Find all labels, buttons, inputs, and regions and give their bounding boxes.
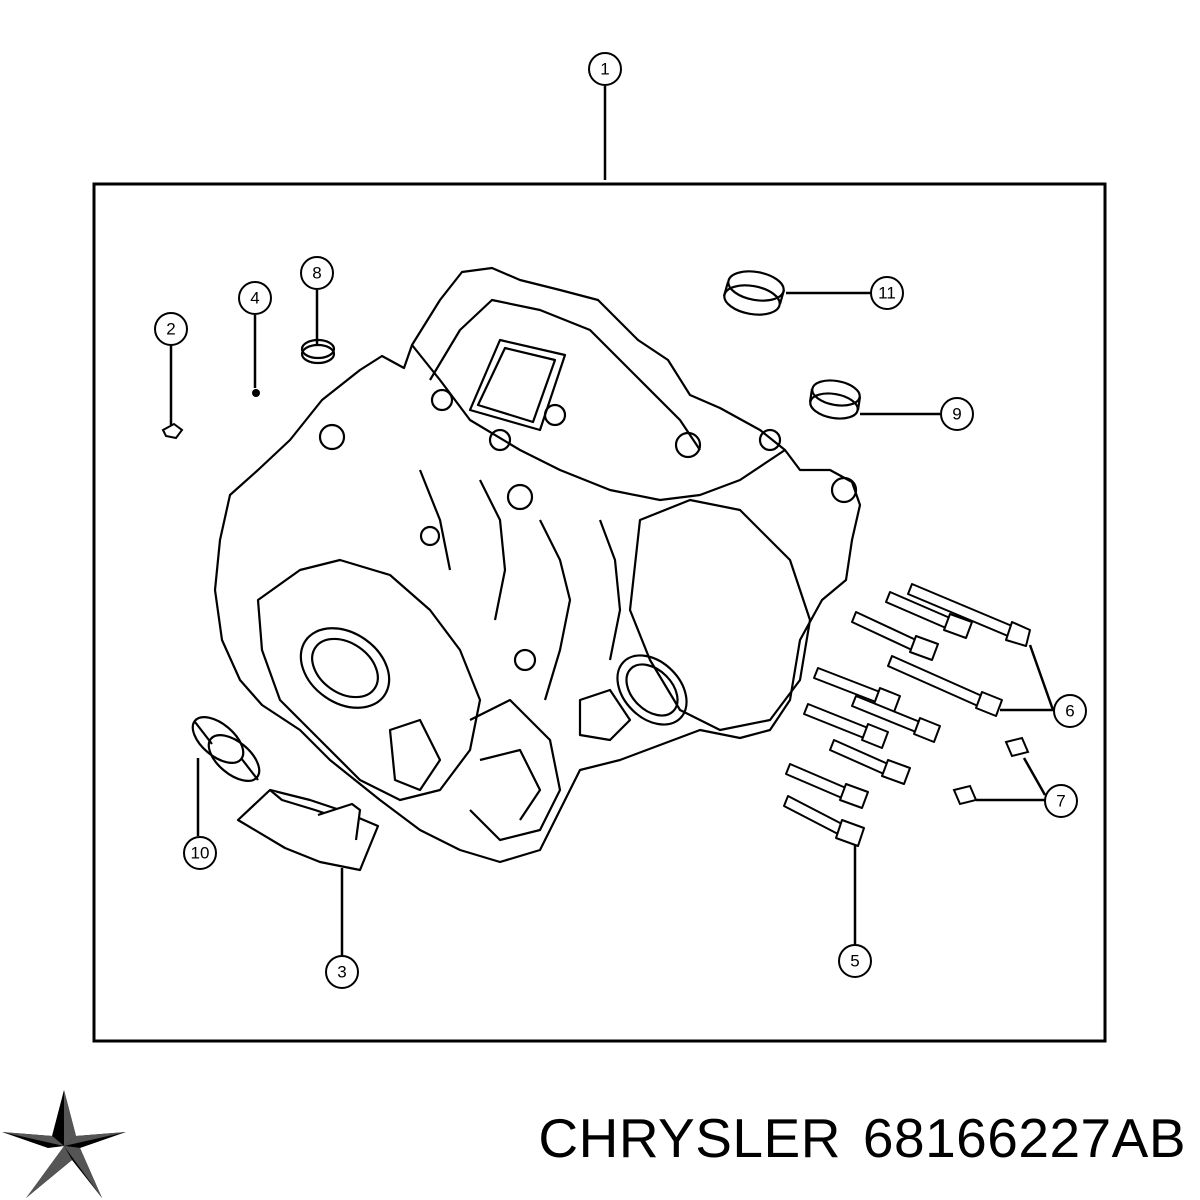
callout-3: 3 xyxy=(325,955,359,989)
callout-4: 4 xyxy=(238,281,272,315)
seal-part-10 xyxy=(191,716,261,782)
pentastar-icon xyxy=(2,1090,126,1198)
bolt xyxy=(783,795,865,847)
bolt xyxy=(785,763,869,809)
callout-7: 7 xyxy=(1044,784,1078,818)
svg-text:4: 4 xyxy=(250,289,259,308)
bolt xyxy=(907,583,1031,647)
svg-text:7: 7 xyxy=(1056,792,1065,811)
svg-text:10: 10 xyxy=(191,844,210,863)
callout-11: 11 xyxy=(870,276,904,310)
seal-part-9 xyxy=(808,379,862,420)
svg-text:3: 3 xyxy=(337,963,346,982)
brand-name: CHRYSLER xyxy=(538,1107,841,1169)
bolt xyxy=(803,703,889,749)
svg-text:1: 1 xyxy=(600,60,609,79)
callout-9: 9 xyxy=(940,397,974,431)
callout-10: 10 xyxy=(183,836,217,870)
svg-text:6: 6 xyxy=(1065,702,1074,721)
diagram-frame xyxy=(92,182,1107,1043)
callout-1: 1 xyxy=(588,52,622,86)
svg-text:2: 2 xyxy=(166,320,175,339)
dowels-part-7 xyxy=(952,736,1030,806)
transaxle-case xyxy=(213,266,862,864)
bolts-parts-5-6 xyxy=(783,583,1031,847)
svg-text:5: 5 xyxy=(850,952,859,971)
callout-6: 6 xyxy=(1053,694,1087,728)
bolt xyxy=(885,591,973,639)
footer: CHRYSLER 68166227AB xyxy=(0,1085,1200,1200)
bolt xyxy=(887,655,1003,717)
callout-5: 5 xyxy=(838,944,872,978)
part-number: 68166227AB xyxy=(862,1107,1186,1169)
callout-8: 8 xyxy=(300,256,334,290)
svg-text:11: 11 xyxy=(878,284,896,303)
bolt xyxy=(851,695,941,743)
svg-text:9: 9 xyxy=(952,405,961,424)
seal-part-11 xyxy=(722,270,786,316)
bolt xyxy=(851,611,939,661)
svg-text:8: 8 xyxy=(312,264,321,283)
fitting-part-2 xyxy=(161,422,184,440)
plug-part-4 xyxy=(252,389,260,397)
leader-lines xyxy=(169,86,1055,957)
bolt xyxy=(829,739,911,785)
callout-2: 2 xyxy=(154,312,188,346)
bracket-part-3 xyxy=(236,788,380,872)
